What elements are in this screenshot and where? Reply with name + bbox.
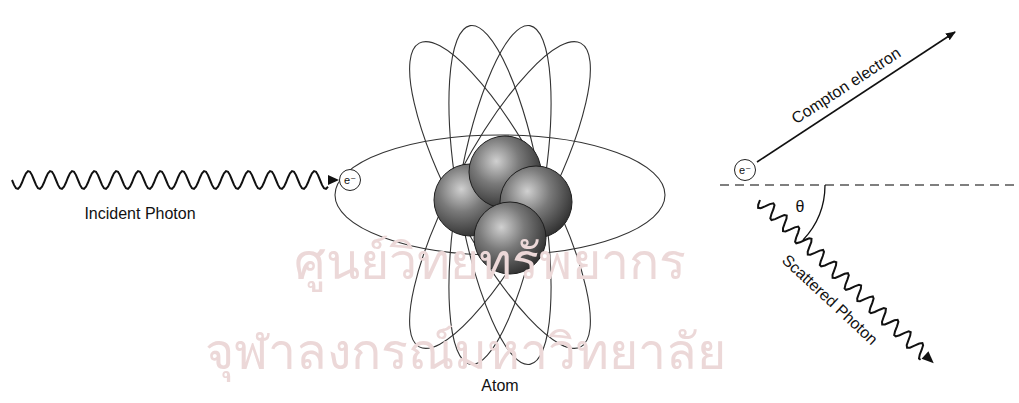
electron-arrow (757, 32, 955, 162)
incident-photon-wave (12, 171, 328, 189)
reference-line (720, 184, 1015, 185)
watermark: ศูนย์วิทยทรัพยากร (294, 235, 686, 290)
arrowhead (328, 175, 339, 185)
atom-label: Atom (481, 377, 518, 395)
electron-circle: e⁻ (339, 169, 361, 191)
orbit (379, 22, 622, 369)
electron-symbol: e⁻ (739, 165, 751, 176)
electron-label: Compton electron (788, 44, 904, 128)
arrowhead (922, 351, 934, 363)
incident-photon-label: Incident Photon (84, 205, 195, 223)
angle-arc (803, 185, 825, 240)
scattered-photon-label: Scattered Photon (779, 251, 881, 348)
watermark: จุฬาลงกรณ์มหาวิทยาลัย (205, 325, 726, 380)
orbit (429, 18, 571, 371)
electron-circle: e⁻ (734, 159, 756, 181)
scattered-photon-wave (758, 200, 923, 360)
orbit (379, 22, 622, 369)
orbits (335, 18, 665, 371)
electron-symbol: e⁻ (344, 175, 356, 186)
orbit (429, 18, 571, 371)
angle-symbol: θ (796, 198, 805, 216)
